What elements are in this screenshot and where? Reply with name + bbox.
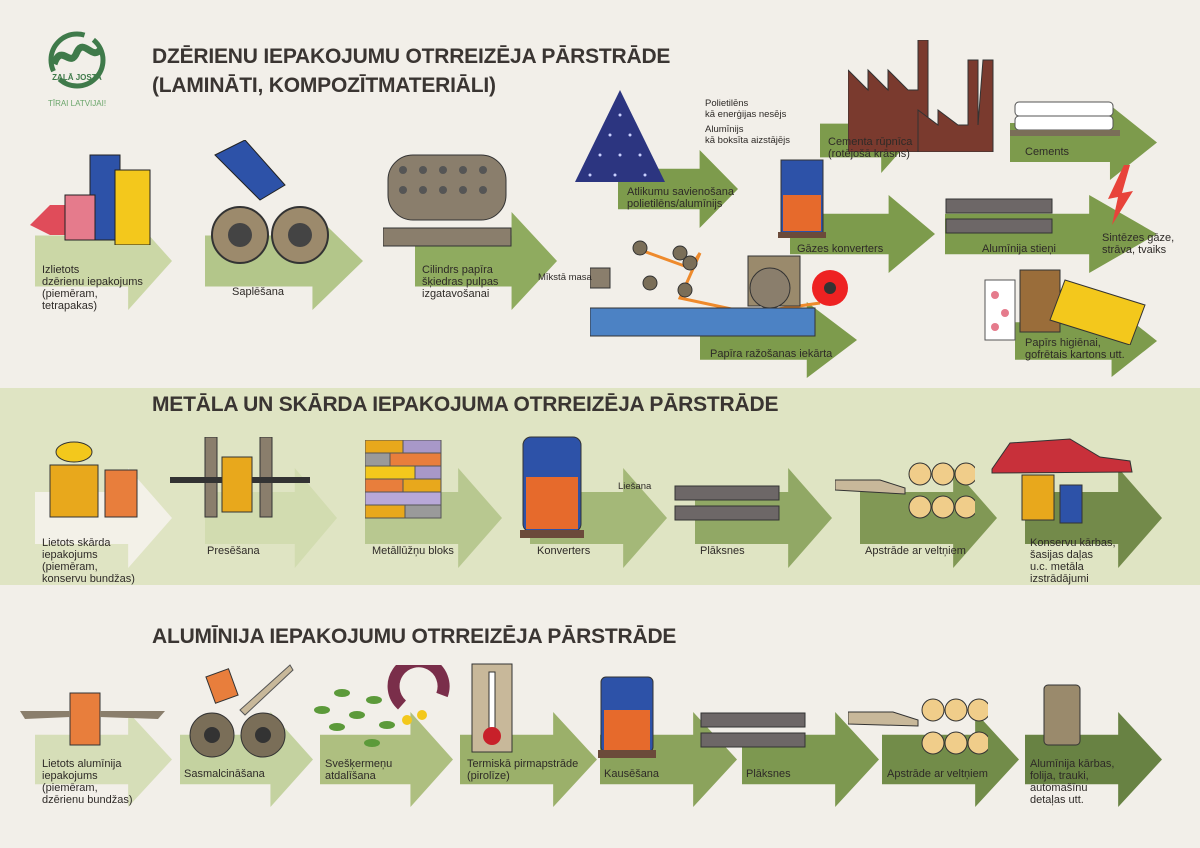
svg-text:ZAĻĀ JOSTA: ZAĻĀ JOSTA bbox=[52, 73, 102, 82]
aluminium-bars-icon bbox=[945, 198, 1053, 234]
aluminium-plates-icon bbox=[700, 712, 806, 748]
section-1-title: DZĒRIENU IEPAKOJUMU OTRREIZĒJA PĀRSTRĀDE… bbox=[152, 42, 670, 100]
step-label: Termiskā pirmapstrāde (pirolīze) bbox=[467, 758, 579, 782]
gas-converter-icon bbox=[778, 159, 826, 238]
metal-plates-icon bbox=[674, 485, 780, 521]
magnet-separation-icon bbox=[314, 665, 450, 747]
step-label: Plāksnes bbox=[700, 545, 745, 557]
thermometer-icon bbox=[471, 663, 513, 753]
step-label: Metāllūžņu bloks bbox=[372, 545, 454, 557]
finished-can-icon bbox=[1043, 684, 1081, 746]
step-label: Alumīnija kārbas, folija, trauki, automa… bbox=[1030, 758, 1115, 806]
section-3-title: ALUMĪNIJA IEPAKOJUMU OTRREIZĒJA PĀRSTRĀD… bbox=[152, 625, 677, 648]
rollers-icon bbox=[848, 698, 988, 755]
step-label: Presēšana bbox=[207, 545, 260, 557]
scrap-block-icon bbox=[365, 440, 442, 519]
pulp-cylinder-icon bbox=[383, 154, 512, 247]
step-label: Saplēšana bbox=[232, 286, 284, 298]
aluminium-can-icon bbox=[20, 692, 165, 746]
step-label: Lietots alumīnija iepakojums (piemēram, … bbox=[42, 758, 133, 806]
step-label: Kausēšana bbox=[604, 768, 660, 780]
lightning-icon bbox=[1108, 165, 1133, 225]
melting-furnace-icon bbox=[598, 676, 656, 758]
step-label: Papīrs higiēnai, gofrētais kartons utt. bbox=[1025, 337, 1125, 361]
step-label: Gāzes konverters bbox=[797, 243, 884, 255]
step-label: Konverters bbox=[537, 545, 591, 557]
soft-mass-label: Mīkstā masa bbox=[538, 272, 592, 283]
shredder-icon bbox=[189, 664, 294, 758]
step-label: Papīra ražošanas iekārta bbox=[710, 348, 833, 360]
paper-machine-icon bbox=[590, 240, 848, 337]
step-label: Apstrāde ar veltņiem bbox=[865, 545, 966, 557]
press-icon bbox=[170, 437, 310, 518]
logo-slogan: TĪRAI LATVIJAI! bbox=[47, 99, 107, 108]
section-2-title: METĀLA UN SKĀRDA IEPAKOJUMA OTRREIZĒJA P… bbox=[152, 393, 779, 416]
step-label: Sasmalcināšana bbox=[184, 768, 265, 780]
converter-icon bbox=[520, 436, 584, 538]
residue-pile-icon bbox=[575, 90, 665, 182]
paper-products-icon bbox=[984, 269, 1146, 345]
step-label: Plāksnes bbox=[746, 768, 791, 780]
step-label: Svešķermeņu atdalīšana bbox=[325, 758, 393, 782]
casting-label: Liešana bbox=[618, 481, 652, 492]
step-label: Cements bbox=[1025, 146, 1070, 158]
note-aluminium: Alumīnijs kā boksīta aizstājējs bbox=[705, 124, 791, 146]
step-label: Lietots skārda iepakojums (piemēram, kon… bbox=[42, 537, 135, 585]
step-label: Alumīnija stieņi bbox=[982, 243, 1056, 255]
note-polyethylene: Polietilēns kā enerģijas nesējs bbox=[705, 98, 787, 120]
car-and-cans-icon bbox=[991, 438, 1133, 524]
step-label: Sintēzes gāze, strāva, tvaiks bbox=[1102, 232, 1175, 256]
step-label: Apstrāde ar veltņiem bbox=[887, 768, 988, 780]
step-label: Konservu kārbas, šasijas daļas u.c. metā… bbox=[1030, 537, 1116, 585]
title-line-1: DZĒRIENU IEPAKOJUMU OTRREIZĒJA PĀRSTRĀDE bbox=[152, 45, 671, 68]
step-label: Cilindrs papīra šķiedras pulpas izgatavo… bbox=[422, 264, 499, 300]
step-label: Cementa rūpnīca (rotējošā krāsns) bbox=[828, 136, 913, 160]
title-line-2: (LAMINĀTI, KOMPOZĪTMATERIĀLI) bbox=[152, 74, 496, 97]
step-label: Atlikumu savienošana polietilēns/alumīni… bbox=[627, 186, 735, 210]
beverage-cartons-icon bbox=[30, 154, 151, 245]
cement-bags-icon bbox=[1010, 101, 1120, 136]
zala-josta-logo: ZAĻĀ JOSTA TĪRAI LATVIJAI! bbox=[32, 30, 122, 108]
shredder-gears-icon bbox=[211, 140, 329, 264]
step-label: Izlietots dzērienu iepakojums (piemēram,… bbox=[42, 264, 143, 312]
factory-icon bbox=[848, 40, 994, 152]
section-2-band bbox=[0, 388, 1200, 585]
rollers-icon bbox=[835, 462, 975, 519]
tin-cans-icon bbox=[49, 441, 138, 518]
